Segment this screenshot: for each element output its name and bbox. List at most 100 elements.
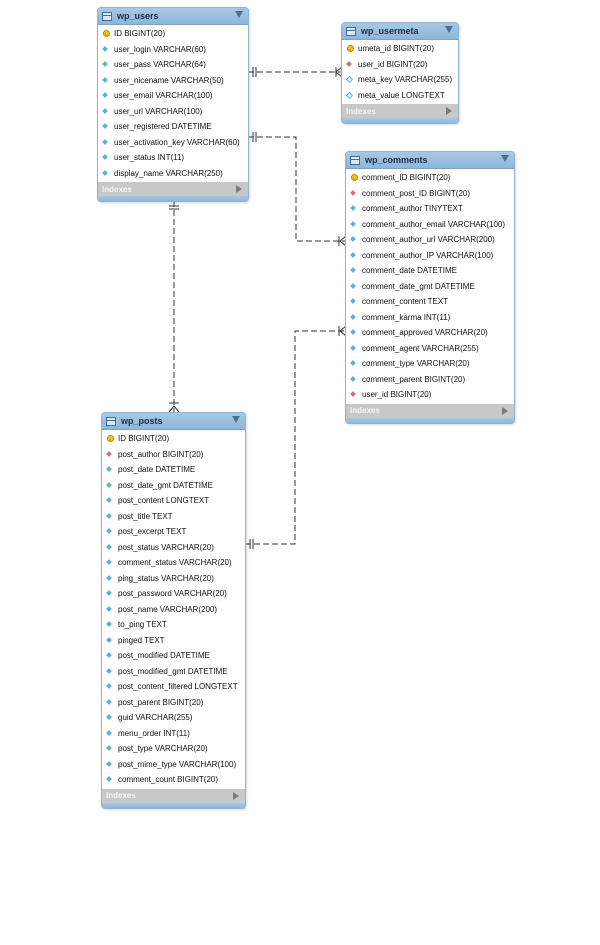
column-row[interactable]: post_title TEXT xyxy=(102,509,245,525)
column-row[interactable]: post_parent BIGINT(20) xyxy=(102,695,245,711)
column-row[interactable]: user_id BIGINT(20) xyxy=(342,57,458,73)
column-row[interactable]: meta_key VARCHAR(255) xyxy=(342,72,458,88)
table-wp-users[interactable]: wp_users ID BIGINT(20) user_login VARCHAR… xyxy=(97,7,249,202)
collapse-arrow-icon[interactable] xyxy=(232,416,240,423)
expand-arrow-icon[interactable] xyxy=(233,791,239,800)
column-row[interactable]: comment_approved VARCHAR(20) xyxy=(346,325,514,341)
column-row[interactable]: post_date DATETIME xyxy=(102,462,245,478)
column-icon xyxy=(106,559,113,566)
column-row[interactable]: comment_author_IP VARCHAR(100) xyxy=(346,248,514,264)
table-wp-usermeta[interactable]: wp_usermeta umeta_id BIGINT(20)user_id B… xyxy=(341,22,459,124)
table-header[interactable]: wp_posts xyxy=(102,413,245,430)
column-row[interactable]: comment_count BIGINT(20) xyxy=(102,772,245,788)
column-label: post_mime_type VARCHAR(100) xyxy=(118,759,237,769)
table-wp-posts[interactable]: wp_posts ID BIGINT(20)post_author BIGINT… xyxy=(101,412,246,809)
column-row[interactable]: comment_author_email VARCHAR(100) xyxy=(346,217,514,233)
column-row[interactable]: user_status INT(11) xyxy=(98,150,248,166)
column-row[interactable]: comment_date DATETIME xyxy=(346,263,514,279)
column-row[interactable]: display_name VARCHAR(250) xyxy=(98,166,248,182)
column-label: comment_agent VARCHAR(255) xyxy=(362,343,479,353)
collapse-arrow-icon[interactable] xyxy=(235,11,243,18)
indexes-section[interactable]: Indexes xyxy=(342,104,458,118)
column-row[interactable]: comment_ID BIGINT(20) xyxy=(346,170,514,186)
column-row[interactable]: meta_value LONGTEXT xyxy=(342,88,458,104)
primary-key-icon xyxy=(350,174,358,182)
indexes-section[interactable]: Indexes xyxy=(98,182,248,196)
column-row[interactable]: pinged TEXT xyxy=(102,633,245,649)
column-row[interactable]: comment_parent BIGINT(20) xyxy=(346,372,514,388)
column-icon xyxy=(106,761,113,768)
indexes-section[interactable]: Indexes xyxy=(346,403,514,418)
expand-arrow-icon[interactable] xyxy=(236,185,242,193)
column-row[interactable]: comment_post_ID BIGINT(20) xyxy=(346,186,514,202)
column-row[interactable]: post_password VARCHAR(20) xyxy=(102,586,245,602)
column-row[interactable]: menu_order INT(11) xyxy=(102,726,245,742)
column-row[interactable]: comment_author TINYTEXT xyxy=(346,201,514,217)
column-label: post_modified DATETIME xyxy=(118,651,210,661)
table-icon xyxy=(350,155,360,165)
column-row[interactable]: ping_status VARCHAR(20) xyxy=(102,571,245,587)
column-row[interactable]: ID BIGINT(20) xyxy=(98,26,248,42)
column-icon xyxy=(102,139,109,146)
column-row[interactable]: comment_author_url VARCHAR(200) xyxy=(346,232,514,248)
table-title: wp_posts xyxy=(121,416,163,426)
primary-key-icon xyxy=(106,435,114,443)
column-label: guid VARCHAR(255) xyxy=(118,713,193,723)
column-row[interactable]: post_modified_gmt DATETIME xyxy=(102,664,245,680)
table-title: wp_users xyxy=(117,11,159,21)
column-row[interactable]: post_type VARCHAR(20) xyxy=(102,741,245,757)
column-row[interactable]: post_name VARCHAR(200) xyxy=(102,602,245,618)
column-row[interactable]: user_login VARCHAR(60) xyxy=(98,42,248,58)
expand-arrow-icon[interactable] xyxy=(446,107,452,115)
column-label: user_login VARCHAR(60) xyxy=(114,44,206,54)
column-row[interactable]: post_date_gmt DATETIME xyxy=(102,478,245,494)
column-row[interactable]: post_modified DATETIME xyxy=(102,648,245,664)
column-row[interactable]: user_url VARCHAR(100) xyxy=(98,104,248,120)
column-row[interactable]: comment_date_gmt DATETIME xyxy=(346,279,514,295)
column-row[interactable]: post_content LONGTEXT xyxy=(102,493,245,509)
table-wp-comments[interactable]: wp_comments comment_ID BIGINT(20)comment… xyxy=(345,151,515,424)
column-label: post_date_gmt DATETIME xyxy=(118,480,213,490)
column-row[interactable]: ID BIGINT(20) xyxy=(102,431,245,447)
column-row[interactable]: user_pass VARCHAR(64) xyxy=(98,57,248,73)
table-header[interactable]: wp_comments xyxy=(346,152,514,169)
column-row[interactable]: user_email VARCHAR(100) xyxy=(98,88,248,104)
indexes-section[interactable]: Indexes xyxy=(102,788,245,803)
collapse-arrow-icon[interactable] xyxy=(445,26,453,33)
primary-key-icon xyxy=(346,45,354,53)
column-row[interactable]: to_ping TEXT xyxy=(102,617,245,633)
column-icon xyxy=(102,170,109,177)
table-header[interactable]: wp_usermeta xyxy=(342,23,458,40)
column-label: user_nicename VARCHAR(50) xyxy=(114,75,224,85)
column-label: user_pass VARCHAR(64) xyxy=(114,60,206,70)
collapse-arrow-icon[interactable] xyxy=(501,155,509,162)
column-row[interactable]: post_content_filtered LONGTEXT xyxy=(102,679,245,695)
primary-key-icon xyxy=(102,30,110,38)
column-row[interactable]: comment_type VARCHAR(20) xyxy=(346,356,514,372)
column-icon xyxy=(106,652,113,659)
column-row[interactable]: comment_content TEXT xyxy=(346,294,514,310)
column-row[interactable]: user_nicename VARCHAR(50) xyxy=(98,73,248,89)
column-icon xyxy=(106,776,113,783)
column-row[interactable]: guid VARCHAR(255) xyxy=(102,710,245,726)
column-row[interactable]: umeta_id BIGINT(20) xyxy=(342,41,458,57)
column-row[interactable]: user_activation_key VARCHAR(60) xyxy=(98,135,248,151)
column-icon xyxy=(106,668,113,675)
table-header[interactable]: wp_users xyxy=(98,8,248,25)
column-row[interactable]: post_mime_type VARCHAR(100) xyxy=(102,757,245,773)
column-icon xyxy=(102,61,109,68)
column-row[interactable]: user_registered DATETIME xyxy=(98,119,248,135)
column-row[interactable]: user_id BIGINT(20) xyxy=(346,387,514,403)
column-icon xyxy=(106,745,113,752)
column-row[interactable]: post_author BIGINT(20) xyxy=(102,447,245,463)
expand-arrow-icon[interactable] xyxy=(502,406,508,415)
column-row[interactable]: post_status VARCHAR(20) xyxy=(102,540,245,556)
column-row[interactable]: comment_agent VARCHAR(255) xyxy=(346,341,514,357)
column-row[interactable]: comment_karma INT(11) xyxy=(346,310,514,326)
column-icon xyxy=(350,252,357,259)
column-label: post_status VARCHAR(20) xyxy=(118,542,214,552)
column-row[interactable]: comment_status VARCHAR(20) xyxy=(102,555,245,571)
column-row[interactable]: post_excerpt TEXT xyxy=(102,524,245,540)
column-label: comment_status VARCHAR(20) xyxy=(118,558,232,568)
